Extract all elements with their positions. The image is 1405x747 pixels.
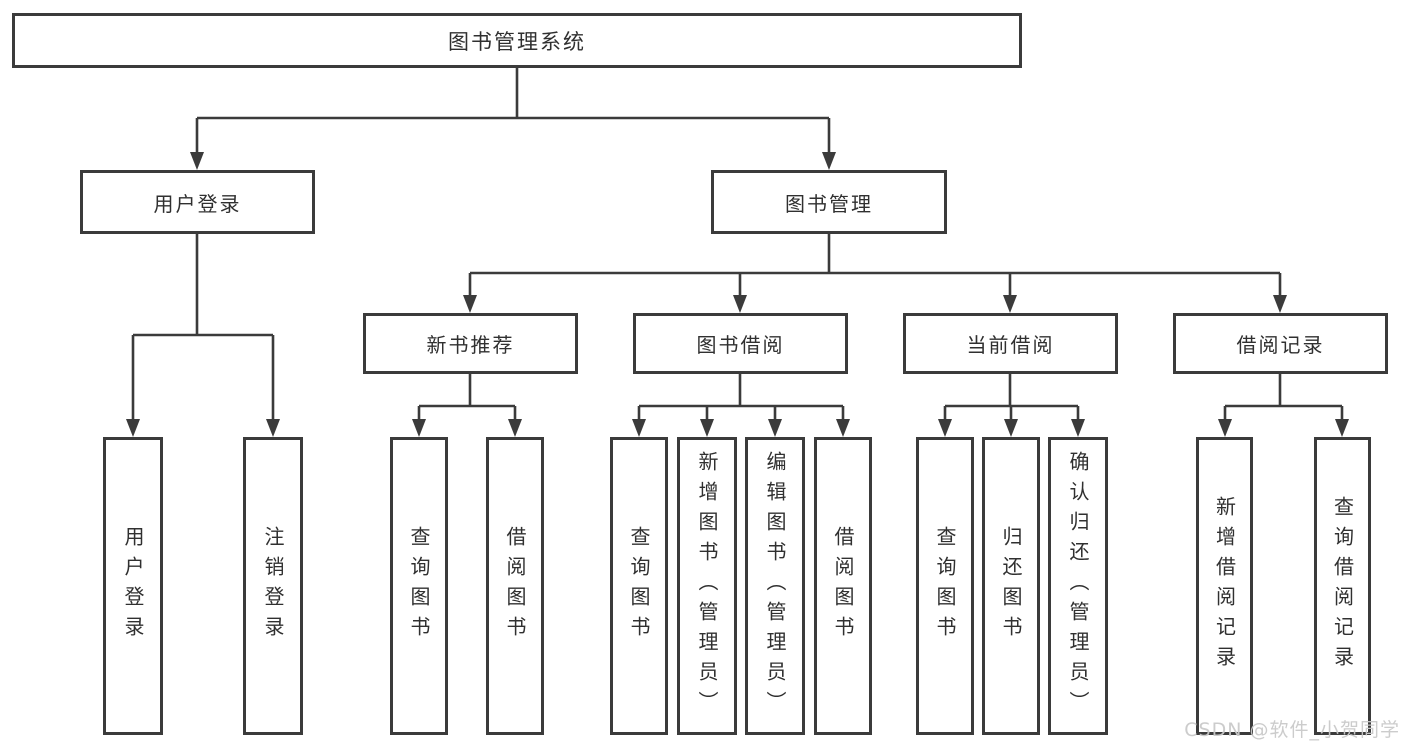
- leaf-query-book-2-label: 查询图书: [627, 526, 651, 646]
- leaf-add-book-admin: 新增图书（管理员）: [677, 437, 737, 735]
- leaf-confirm-return-admin: 确认归还（管理员）: [1048, 437, 1108, 735]
- node-book-management: 图书管理: [711, 170, 947, 234]
- leaf-edit-book-admin-label: 编辑图书（管理员）: [763, 451, 787, 721]
- leaf-query-borrow-record: 查询借阅记录: [1314, 437, 1371, 735]
- leaf-query-borrow-record-label: 查询借阅记录: [1330, 496, 1355, 676]
- leaf-query-book-3-label: 查询图书: [933, 526, 957, 646]
- node-book-borrow: 图书借阅: [633, 313, 848, 374]
- leaf-query-book-2: 查询图书: [610, 437, 668, 735]
- leaf-edit-book-admin: 编辑图书（管理员）: [745, 437, 805, 735]
- leaf-query-book-1: 查询图书: [390, 437, 448, 735]
- node-user-login: 用户登录: [80, 170, 315, 234]
- leaf-logout-label: 注销登录: [261, 526, 285, 646]
- leaf-borrow-book-1-label: 借阅图书: [503, 526, 527, 646]
- leaf-user-login-label: 用户登录: [121, 526, 145, 646]
- node-new-book-recommend: 新书推荐: [363, 313, 578, 374]
- node-current-borrow-label: 当前借阅: [966, 333, 1055, 357]
- node-root-label: 图书管理系统: [448, 29, 586, 54]
- node-root: 图书管理系统: [12, 13, 1022, 68]
- node-book-borrow-label: 图书借阅: [696, 333, 785, 357]
- leaf-add-borrow-record: 新增借阅记录: [1196, 437, 1253, 735]
- leaf-borrow-book-2-label: 借阅图书: [831, 526, 855, 646]
- csdn-watermark: CSDN @软件_小贺同学: [1184, 719, 1400, 741]
- node-current-borrow: 当前借阅: [903, 313, 1118, 374]
- leaf-return-book-label: 归还图书: [999, 526, 1023, 646]
- leaf-confirm-return-admin-label: 确认归还（管理员）: [1066, 451, 1090, 721]
- arrowheads: [126, 152, 1349, 437]
- leaf-query-book-3: 查询图书: [916, 437, 974, 735]
- leaf-borrow-book-1: 借阅图书: [486, 437, 544, 735]
- leaf-query-book-1-label: 查询图书: [407, 526, 431, 646]
- leaf-return-book: 归还图书: [982, 437, 1040, 735]
- leaf-add-borrow-record-label: 新增借阅记录: [1212, 496, 1237, 676]
- node-user-login-label: 用户登录: [153, 191, 242, 216]
- leaf-borrow-book-2: 借阅图书: [814, 437, 872, 735]
- node-borrow-record-label: 借阅记录: [1236, 333, 1325, 357]
- leaf-logout: 注销登录: [243, 437, 303, 735]
- node-book-management-label: 图书管理: [785, 191, 873, 216]
- node-new-book-recommend-label: 新书推荐: [426, 333, 515, 357]
- node-borrow-record: 借阅记录: [1173, 313, 1388, 374]
- leaf-add-book-admin-label: 新增图书（管理员）: [695, 451, 719, 721]
- leaf-user-login: 用户登录: [103, 437, 163, 735]
